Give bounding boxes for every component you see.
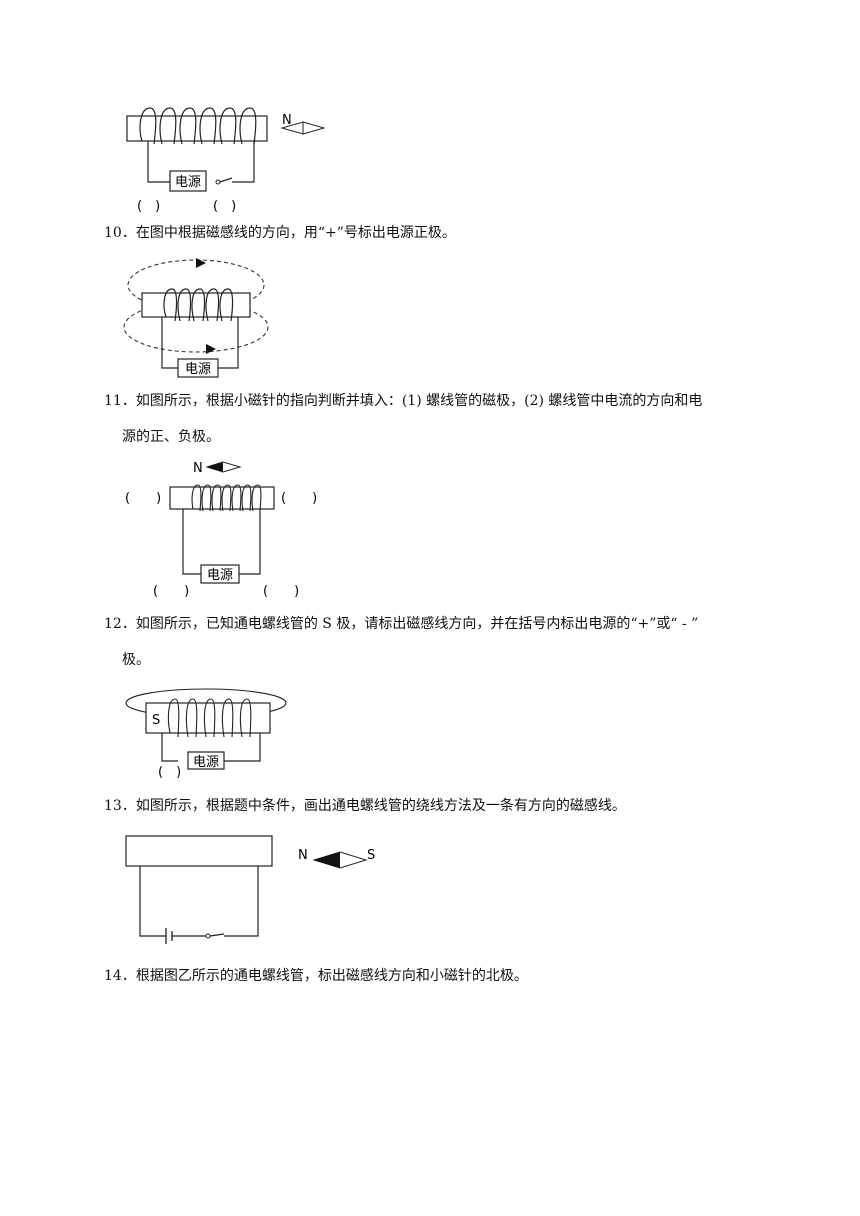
field-line-upper	[127, 259, 265, 311]
answer-paren: ( )	[158, 765, 181, 780]
switch	[219, 177, 233, 183]
question-text: 在图中根据磁感线的方向，用“+”号标出电源正极。	[135, 225, 456, 241]
arrow-icon	[196, 258, 206, 268]
answer-paren-bottom-right: ( )	[263, 584, 299, 599]
arrow-icon	[206, 344, 216, 354]
figure-solenoid-top: 电源 ( ) ( ) N	[126, 107, 326, 214]
question-12: 12．如图所示，已知通电螺线管的 S 极，请标出磁感线方向，并在括号内标出电源的…	[104, 606, 784, 678]
solenoid-core	[145, 702, 271, 734]
question-14: 14．根据图乙所示的通电螺线管，标出磁感线方向和小磁针的北极。	[104, 958, 528, 994]
answer-paren-bottom-left: ( )	[153, 584, 189, 599]
answer-paren-left: ( )	[125, 491, 161, 506]
answer-paren-left: ( )	[137, 199, 160, 214]
power-supply-box	[169, 170, 207, 192]
power-supply-label: 电源	[193, 755, 219, 770]
answer-paren-right: ( )	[213, 199, 236, 214]
figure-s-pole-solenoid: S 电源 ( )	[125, 688, 287, 780]
needle-pole-s: S	[367, 848, 375, 863]
power-supply-box	[200, 564, 240, 584]
question-text-continued: 源的正、负极。	[122, 429, 220, 445]
figure-blank-solenoid: N S	[125, 835, 375, 944]
question-text: 如图所示，根据题中条件，画出通电螺线管的绕线方法及一条有方向的磁感线。	[135, 798, 626, 814]
solenoid-core	[141, 292, 251, 318]
question-number: 13．	[104, 798, 136, 814]
figure-compass-solenoid: N ( ) ( ) 电源 ( ) ( )	[125, 461, 317, 599]
needle-pole-n: N	[282, 113, 292, 128]
solenoid-core	[125, 835, 273, 867]
question-number: 12．	[104, 616, 136, 632]
coil-windings	[191, 484, 262, 512]
question-text: 根据图乙所示的通电螺线管，标出磁感线方向和小磁针的北极。	[135, 968, 528, 984]
question-text: 如图所示，已知通电螺线管的 S 极，请标出磁感线方向，并在括号内标出电源的“+”…	[135, 616, 699, 632]
question-number: 14．	[104, 968, 136, 984]
question-13: 13．如图所示，根据题中条件，画出通电螺线管的绕线方法及一条有方向的磁感线。	[104, 788, 626, 824]
power-supply-box	[187, 751, 225, 770]
question-text-continued: 极。	[122, 652, 150, 668]
question-11: 11．如图所示，根据小磁针的指向判断并填入：(1) 螺线管的磁极，(2) 螺线管…	[104, 383, 784, 455]
solenoid-pole-s: S	[152, 713, 160, 728]
needle-pole-n: N	[298, 848, 308, 863]
switch	[209, 933, 225, 937]
figure-field-lines: 电源	[123, 258, 269, 378]
coil-windings	[167, 698, 252, 738]
needle-pole-n: N	[193, 461, 203, 476]
question-10: 10．在图中根据磁感线的方向，用“+”号标出电源正极。	[104, 215, 456, 251]
solenoid-core	[126, 115, 268, 142]
coil-windings	[163, 288, 234, 322]
coil-windings	[139, 107, 257, 145]
power-supply-label: 电源	[207, 568, 233, 583]
power-supply-label: 电源	[175, 175, 201, 190]
power-supply-label: 电源	[185, 362, 211, 377]
question-text: 如图所示，根据小磁针的指向判断并填入：(1) 螺线管的磁极，(2) 螺线管中电流…	[135, 393, 703, 409]
power-supply-box	[177, 358, 219, 378]
question-number: 10．	[104, 225, 136, 241]
question-number: 11．	[104, 393, 136, 409]
answer-paren-right: ( )	[281, 491, 317, 506]
